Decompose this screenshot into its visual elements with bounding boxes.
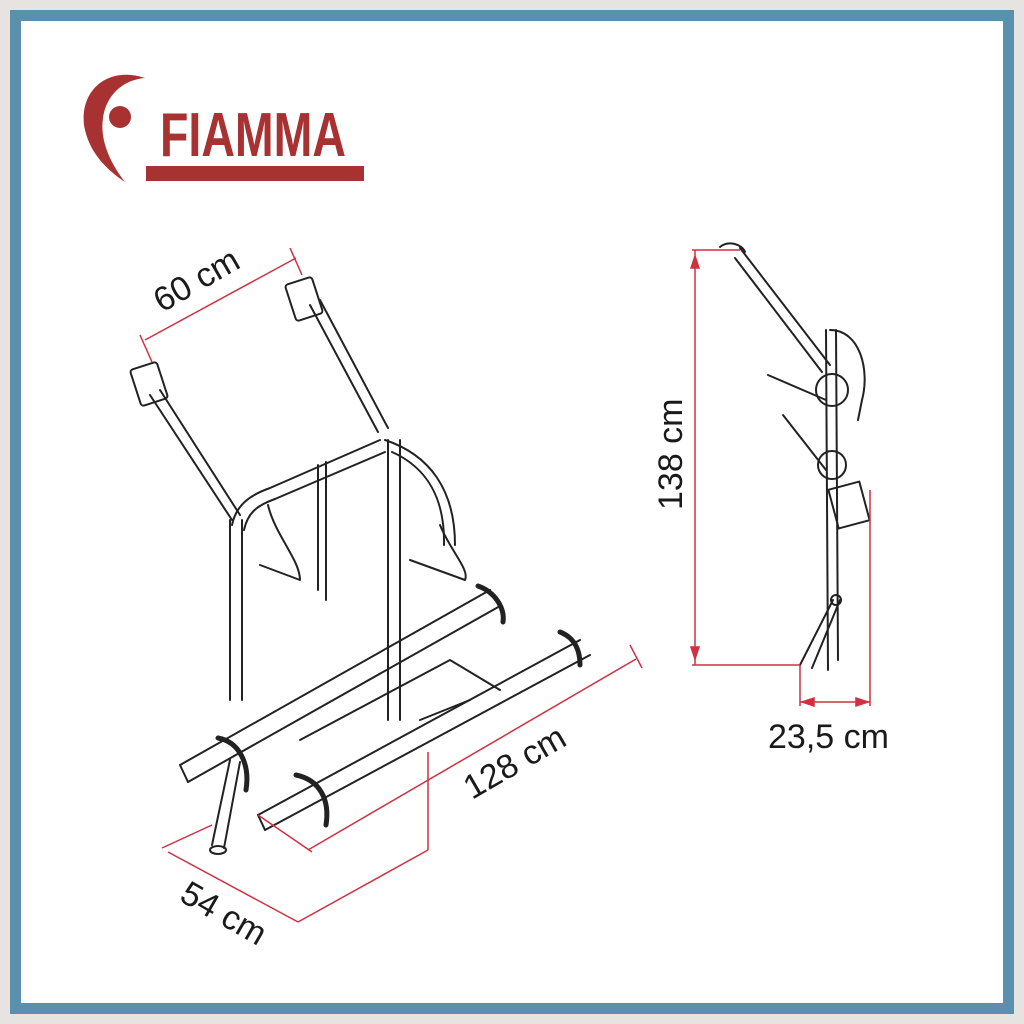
dimension-lines-perspective [139, 247, 643, 923]
dimension-label-height: 138 cm [652, 399, 690, 511]
fiamma-logo: FIAMMA [83, 74, 364, 182]
bike-rack-perspective [129, 276, 591, 855]
brand-name: FIAMMA [160, 101, 346, 170]
flame-icon [83, 74, 145, 182]
dimension-label-side-depth: 23,5 cm [768, 718, 889, 756]
dimension-label-length: 128 cm [457, 718, 573, 807]
dimension-label-depth: 54 cm [174, 874, 273, 953]
bike-rack-side-view [719, 242, 871, 671]
dimension-lines-side [689, 249, 871, 708]
dimension-label-width: 60 cm [147, 241, 246, 320]
frame-canvas [21, 21, 1003, 1003]
brand-underline [146, 166, 364, 181]
